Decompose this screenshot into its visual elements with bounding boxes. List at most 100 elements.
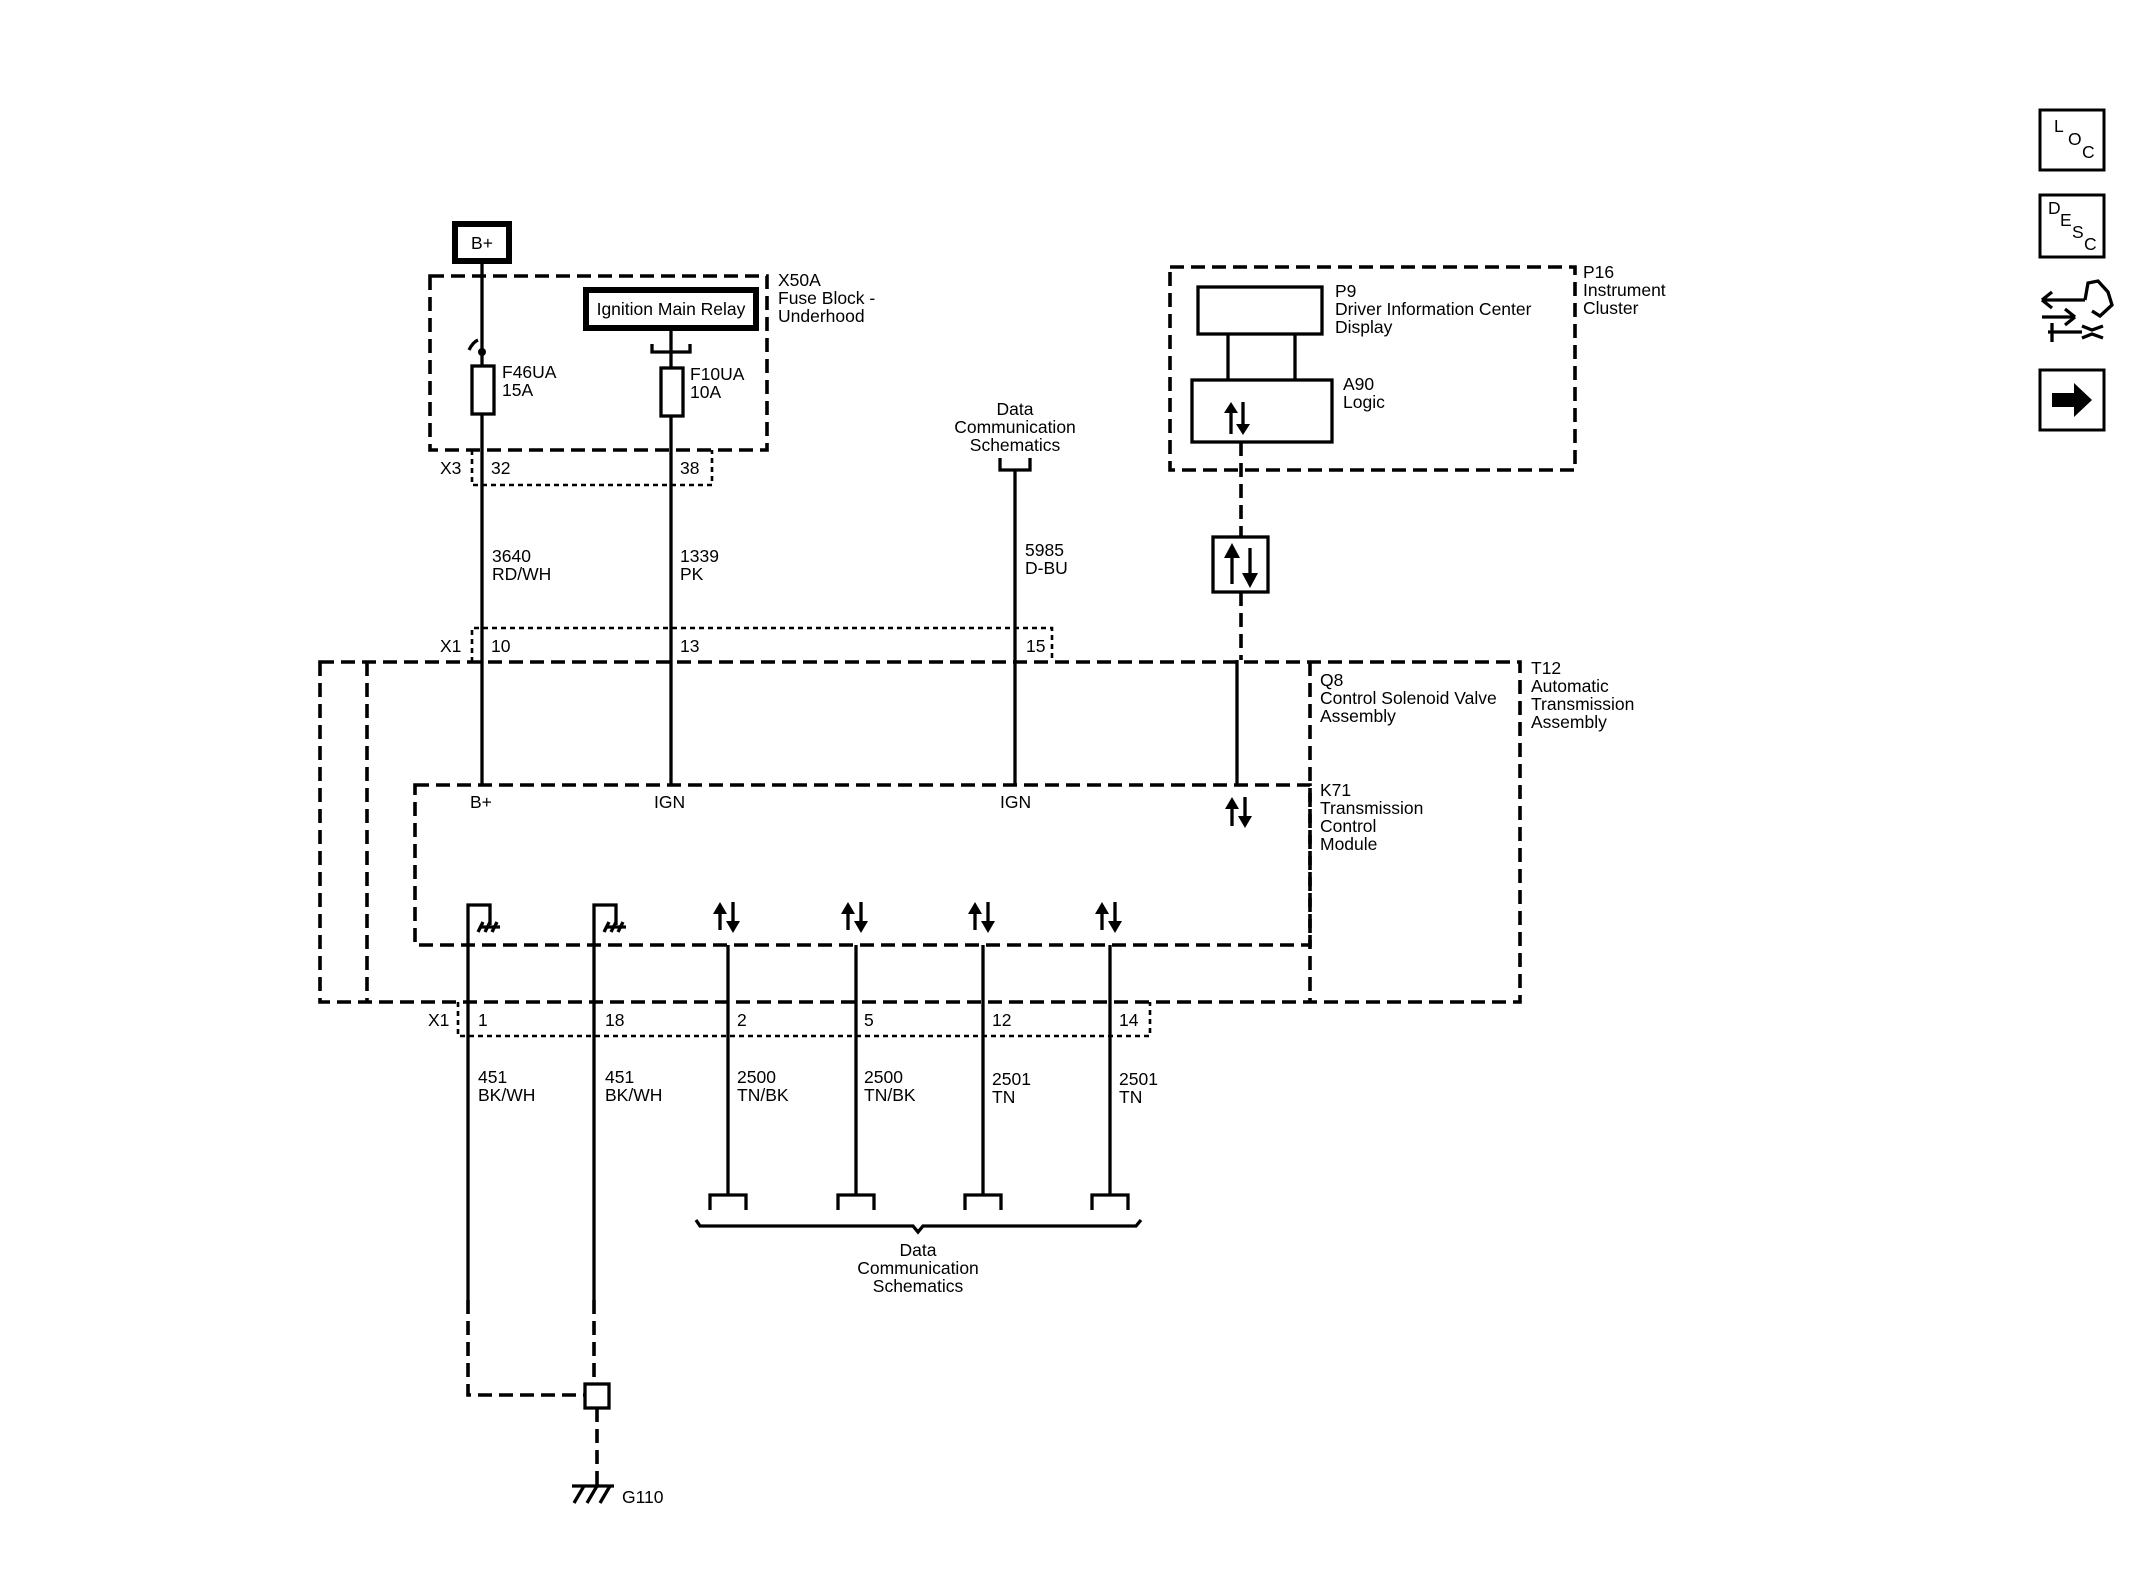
k71-pin-bplus: B+ bbox=[470, 792, 492, 812]
x1-top-connector bbox=[470, 626, 1054, 662]
fuse-block-id: X50A bbox=[778, 270, 821, 290]
loc-o: O bbox=[2068, 129, 2082, 149]
x3-label: X3 bbox=[440, 458, 461, 478]
p16-line1: Instrument bbox=[1583, 280, 1666, 300]
q8-line2: Assembly bbox=[1320, 706, 1396, 726]
data-comm-bottom-line3: Schematics bbox=[873, 1276, 964, 1296]
t12-line1: Automatic bbox=[1531, 676, 1609, 696]
p16-instrument-cluster-outline bbox=[1168, 265, 1577, 472]
data-comm-top-line2: Communication bbox=[954, 417, 1076, 437]
serial-data-arrows-icon bbox=[1224, 543, 1258, 588]
location-button[interactable]: L O C bbox=[2038, 108, 2106, 172]
x1-bottom-pin-1: 1 bbox=[478, 1010, 488, 1030]
x1-bottom-pin-18: 18 bbox=[605, 1010, 624, 1030]
k71-line3: Module bbox=[1320, 834, 1377, 854]
svg-text:451: 451 bbox=[605, 1067, 634, 1087]
k71-data-arrows-4-icon bbox=[1095, 902, 1122, 933]
t12-transmission-outline bbox=[318, 660, 1522, 1004]
wire-5985-num: 5985 bbox=[1025, 540, 1064, 560]
a90-line1: Logic bbox=[1343, 392, 1385, 412]
x1-bottom-pin-14: 14 bbox=[1119, 1010, 1139, 1030]
data-comm-bottom-line2: Communication bbox=[857, 1258, 979, 1278]
x3-pin-38: 38 bbox=[680, 458, 699, 478]
a90-id: A90 bbox=[1343, 374, 1374, 394]
k71-line2: Control bbox=[1320, 816, 1376, 836]
q8-id: Q8 bbox=[1320, 670, 1343, 690]
x1-bottom-connector bbox=[456, 1002, 1152, 1038]
p9-line1: Driver Information Center bbox=[1335, 299, 1532, 319]
wire-1339-color: PK bbox=[680, 564, 704, 584]
data-comm-top-line3: Schematics bbox=[970, 435, 1061, 455]
ignition-main-relay-box bbox=[583, 287, 759, 331]
data-comm-bottom-line1: Data bbox=[900, 1240, 937, 1260]
a90-logic-box bbox=[1190, 378, 1334, 444]
k71-serial-arrows-icon bbox=[1225, 797, 1252, 828]
x1-top-pin-15: 15 bbox=[1026, 636, 1045, 656]
fuse-block-line2: Underhood bbox=[778, 306, 865, 326]
desc-d: D bbox=[2048, 198, 2061, 218]
k71-pin-ign1: IGN bbox=[654, 792, 685, 812]
q8-line1: Control Solenoid Valve bbox=[1320, 688, 1497, 708]
ignition-main-relay-label: Ignition Main Relay bbox=[597, 299, 746, 319]
t12-line2: Transmission bbox=[1531, 694, 1634, 714]
k71-tcm-outline bbox=[413, 783, 1312, 947]
b-plus-label: B+ bbox=[471, 233, 493, 253]
k71-id: K71 bbox=[1320, 780, 1351, 800]
loc-l: L bbox=[2054, 116, 2064, 136]
x3-connector bbox=[470, 450, 714, 487]
t12-line3: Assembly bbox=[1531, 712, 1607, 732]
p16-line2: Cluster bbox=[1583, 298, 1639, 318]
loc-c: C bbox=[2082, 142, 2095, 162]
fuse-block-line1: Fuse Block - bbox=[778, 288, 875, 308]
data-comm-bottom-connectors bbox=[694, 1193, 1143, 1235]
desc-c: C bbox=[2084, 234, 2097, 254]
svg-text:451: 451 bbox=[478, 1067, 507, 1087]
fuse-f46ua-label: F46UA bbox=[502, 362, 557, 382]
p16-id: P16 bbox=[1583, 262, 1614, 282]
t12-id: T12 bbox=[1531, 658, 1561, 678]
internal-ground-2-icon bbox=[592, 903, 626, 1300]
wire-3640-color: RD/WH bbox=[492, 564, 551, 584]
p9-line2: Display bbox=[1335, 317, 1393, 337]
desc-s: S bbox=[2072, 222, 2084, 242]
x1-bottom-pin-5: 5 bbox=[864, 1010, 874, 1030]
wire-5985-color: D-BU bbox=[1025, 558, 1068, 578]
k71-pin-ign2: IGN bbox=[1000, 792, 1031, 812]
ground-splice-dashed bbox=[466, 1300, 585, 1397]
k71-data-arrows-1-icon bbox=[713, 902, 740, 933]
p9-display-box bbox=[1196, 285, 1324, 336]
q8-outline bbox=[365, 662, 1312, 1002]
p9-id: P9 bbox=[1335, 281, 1356, 301]
svg-text:TN/BK: TN/BK bbox=[864, 1085, 916, 1105]
x1-top-pin-13: 13 bbox=[680, 636, 699, 656]
wire-1339-num: 1339 bbox=[680, 546, 719, 566]
svg-text:2501: 2501 bbox=[992, 1069, 1031, 1089]
diagnostic-tools-button[interactable] bbox=[2040, 279, 2114, 342]
svg-text:TN: TN bbox=[1119, 1087, 1142, 1107]
next-button[interactable] bbox=[2038, 368, 2106, 432]
svg-text:2500: 2500 bbox=[864, 1067, 903, 1087]
description-button[interactable]: D E S C bbox=[2038, 193, 2106, 259]
x1-bottom-pin-2: 2 bbox=[737, 1010, 747, 1030]
fuse-f10ua-label: F10UA bbox=[690, 364, 745, 384]
ground-g110-icon bbox=[572, 1484, 614, 1504]
desc-e: E bbox=[2060, 210, 2072, 230]
svg-text:BK/WH: BK/WH bbox=[605, 1085, 662, 1105]
x1-bottom-label: X1 bbox=[428, 1010, 449, 1030]
ground-splice-box bbox=[583, 1382, 611, 1410]
svg-text:TN: TN bbox=[992, 1087, 1015, 1107]
svg-text:2500: 2500 bbox=[737, 1067, 776, 1087]
x1-bottom-pin-12: 12 bbox=[992, 1010, 1011, 1030]
bottom-wire-labels: 451 BK/WH 451 BK/WH 2500 TN/BK 2500 TN/B… bbox=[478, 1067, 1158, 1107]
fuse-block-x50a-outline bbox=[428, 274, 769, 452]
svg-text:TN/BK: TN/BK bbox=[737, 1085, 789, 1105]
k71-data-arrows-2-icon bbox=[841, 902, 868, 933]
k71-data-arrows-3-icon bbox=[968, 902, 995, 933]
serial-data-box bbox=[1211, 535, 1270, 594]
x1-top-label: X1 bbox=[440, 636, 461, 656]
fuse-f10ua bbox=[659, 366, 685, 418]
svg-text:BK/WH: BK/WH bbox=[478, 1085, 535, 1105]
wire-3640-num: 3640 bbox=[492, 546, 531, 566]
x1-top-pin-10: 10 bbox=[491, 636, 511, 656]
